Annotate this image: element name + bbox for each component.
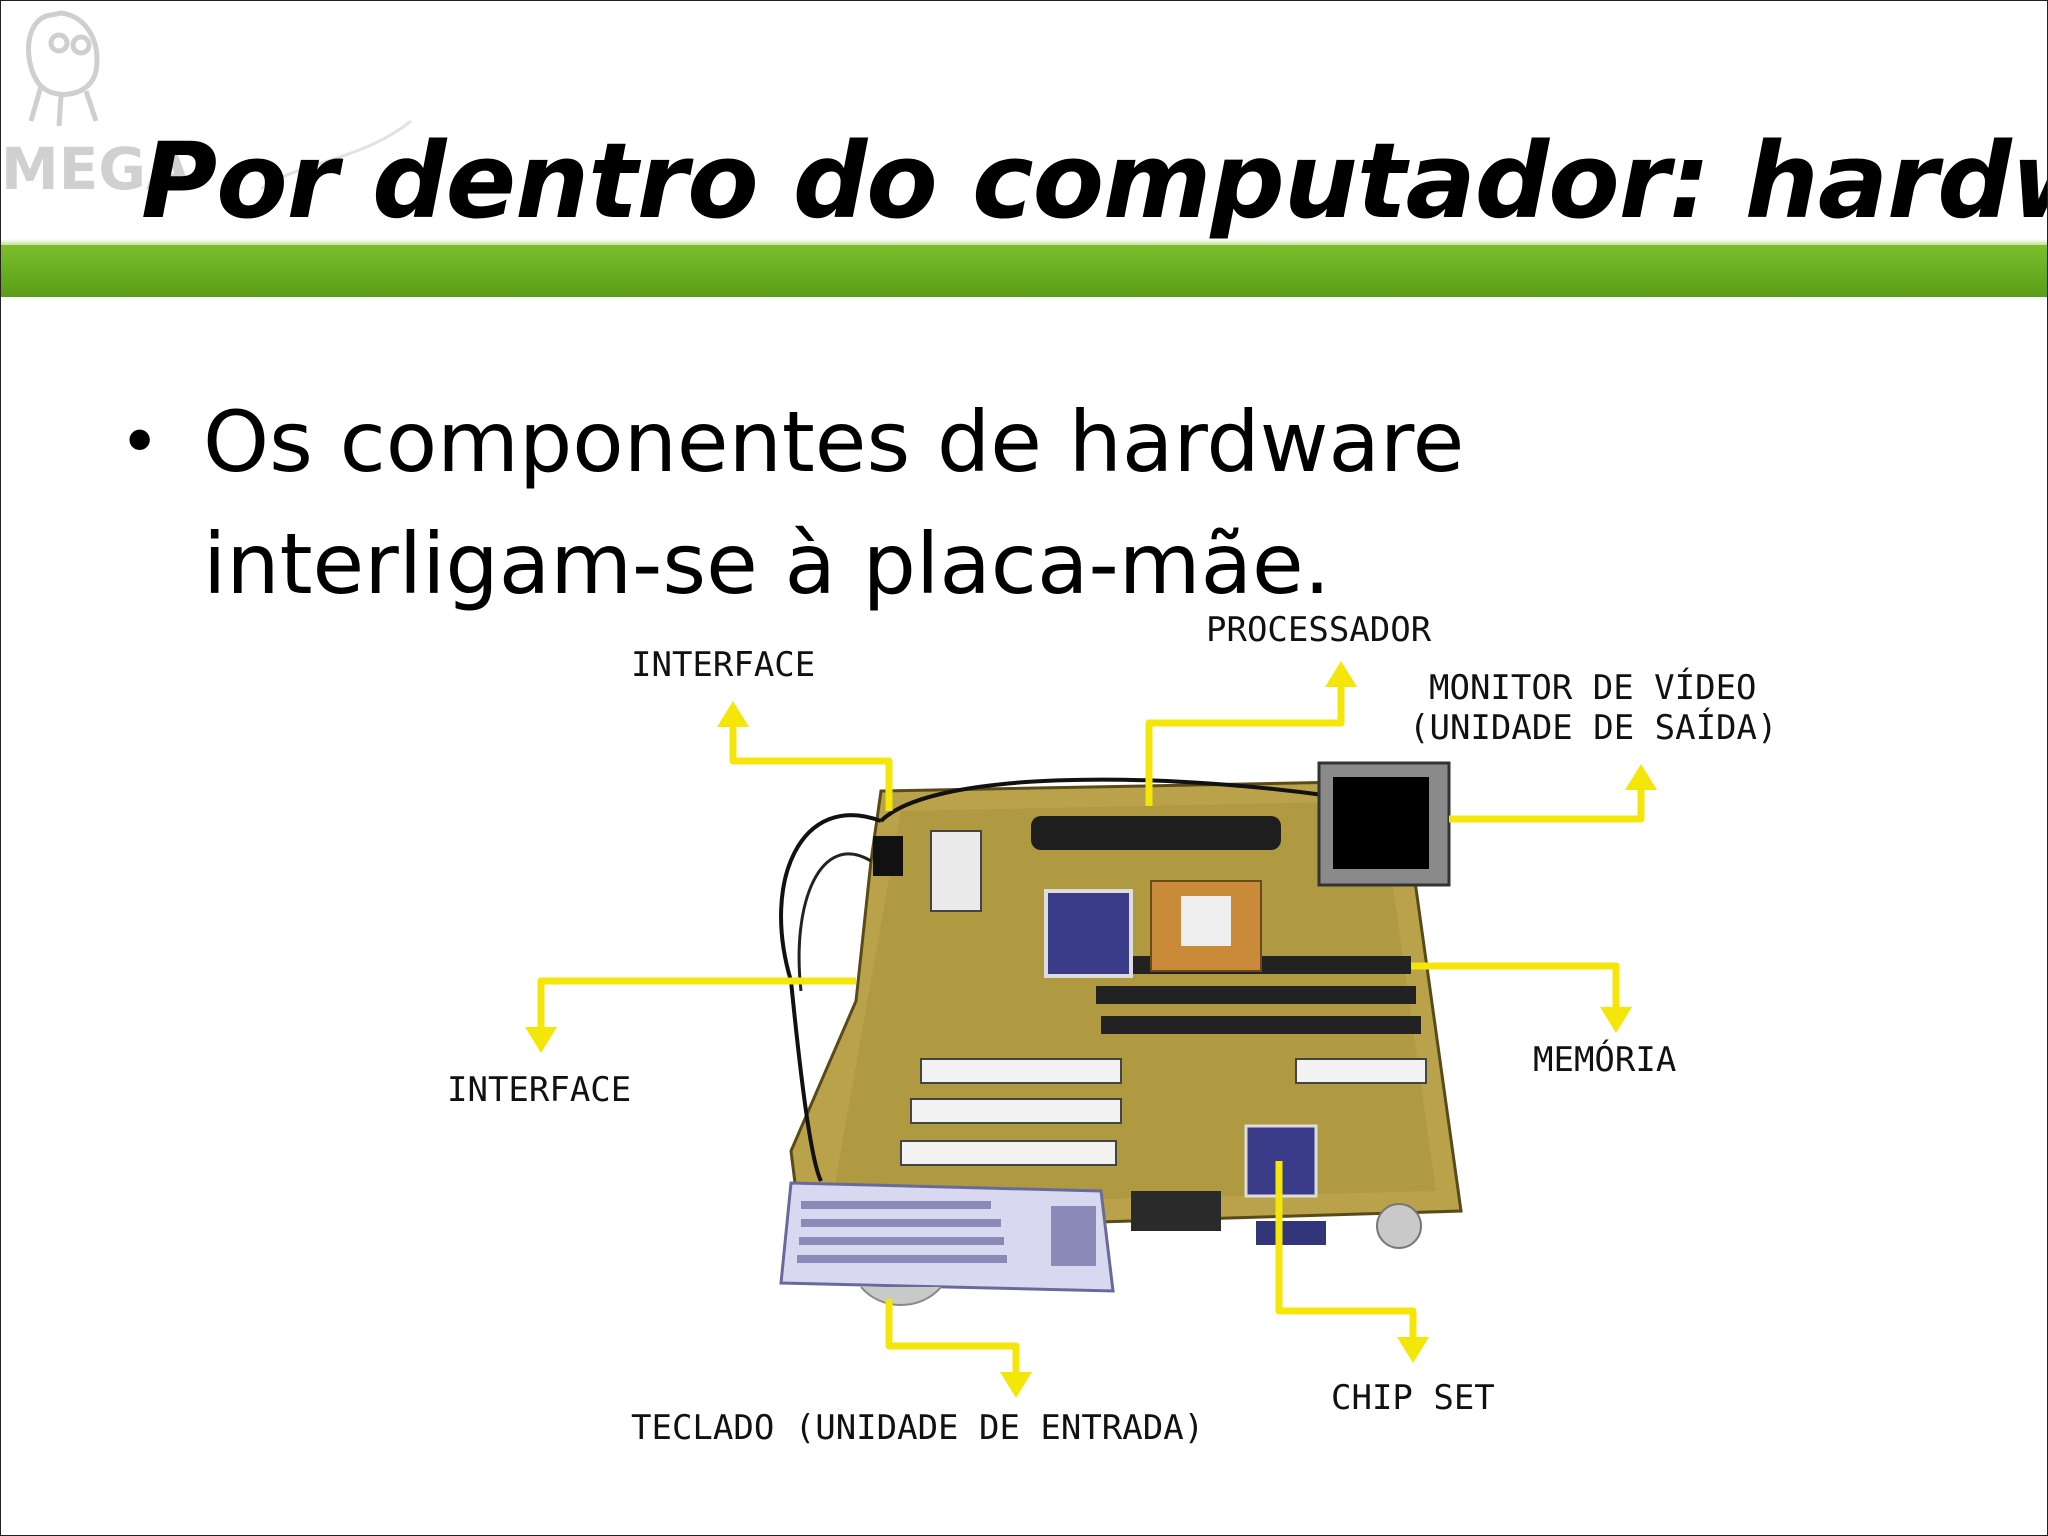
label-memoria: MEMÓRIA <box>1533 1039 1676 1080</box>
slide-title: Por dentro do computador: hardware <box>141 120 2047 242</box>
label-chip-set: CHIP SET <box>1331 1378 1495 1418</box>
title-band-fade <box>1 239 2047 247</box>
monitor-icon <box>1317 761 1451 887</box>
bullet-text: Os componentes de hardware interligam-se… <box>203 393 1465 613</box>
arrow-up-icon <box>717 701 749 727</box>
label-interface-left: INTERFACE <box>447 1070 631 1110</box>
arrow-down-icon <box>1600 1007 1632 1033</box>
label-interface-top: INTERFACE <box>631 645 815 685</box>
arrow-down-icon <box>1397 1337 1429 1363</box>
motherboard-image <box>789 779 1463 1249</box>
arrow-heads <box>525 661 1657 1398</box>
logo-text: MEGA <box>1 135 191 201</box>
label-teclado: TECLADO (UNIDADE DE ENTRADA) <box>631 1408 1204 1448</box>
arrow-up-icon <box>1625 764 1657 790</box>
bullet-item: • Os componentes de hardware interligam-… <box>119 381 1939 625</box>
arrow-down-icon <box>1000 1372 1032 1398</box>
label-monitor-line1: MONITOR DE VÍDEO <box>1429 667 1757 708</box>
arrow-lines <box>537 683 1645 1376</box>
title-band <box>1 245 2047 297</box>
arrow-down-icon <box>525 1027 557 1053</box>
arrow-up-icon <box>1325 661 1357 687</box>
label-monitor-line2: (UNIDADE DE SAÍDA) <box>1409 707 1777 748</box>
owl-logo-icon: MEGA <box>1 10 412 201</box>
label-processador: PROCESSADOR <box>1206 610 1432 650</box>
bullet-dot: • <box>119 401 161 483</box>
keyboard-icon <box>779 1181 1115 1306</box>
